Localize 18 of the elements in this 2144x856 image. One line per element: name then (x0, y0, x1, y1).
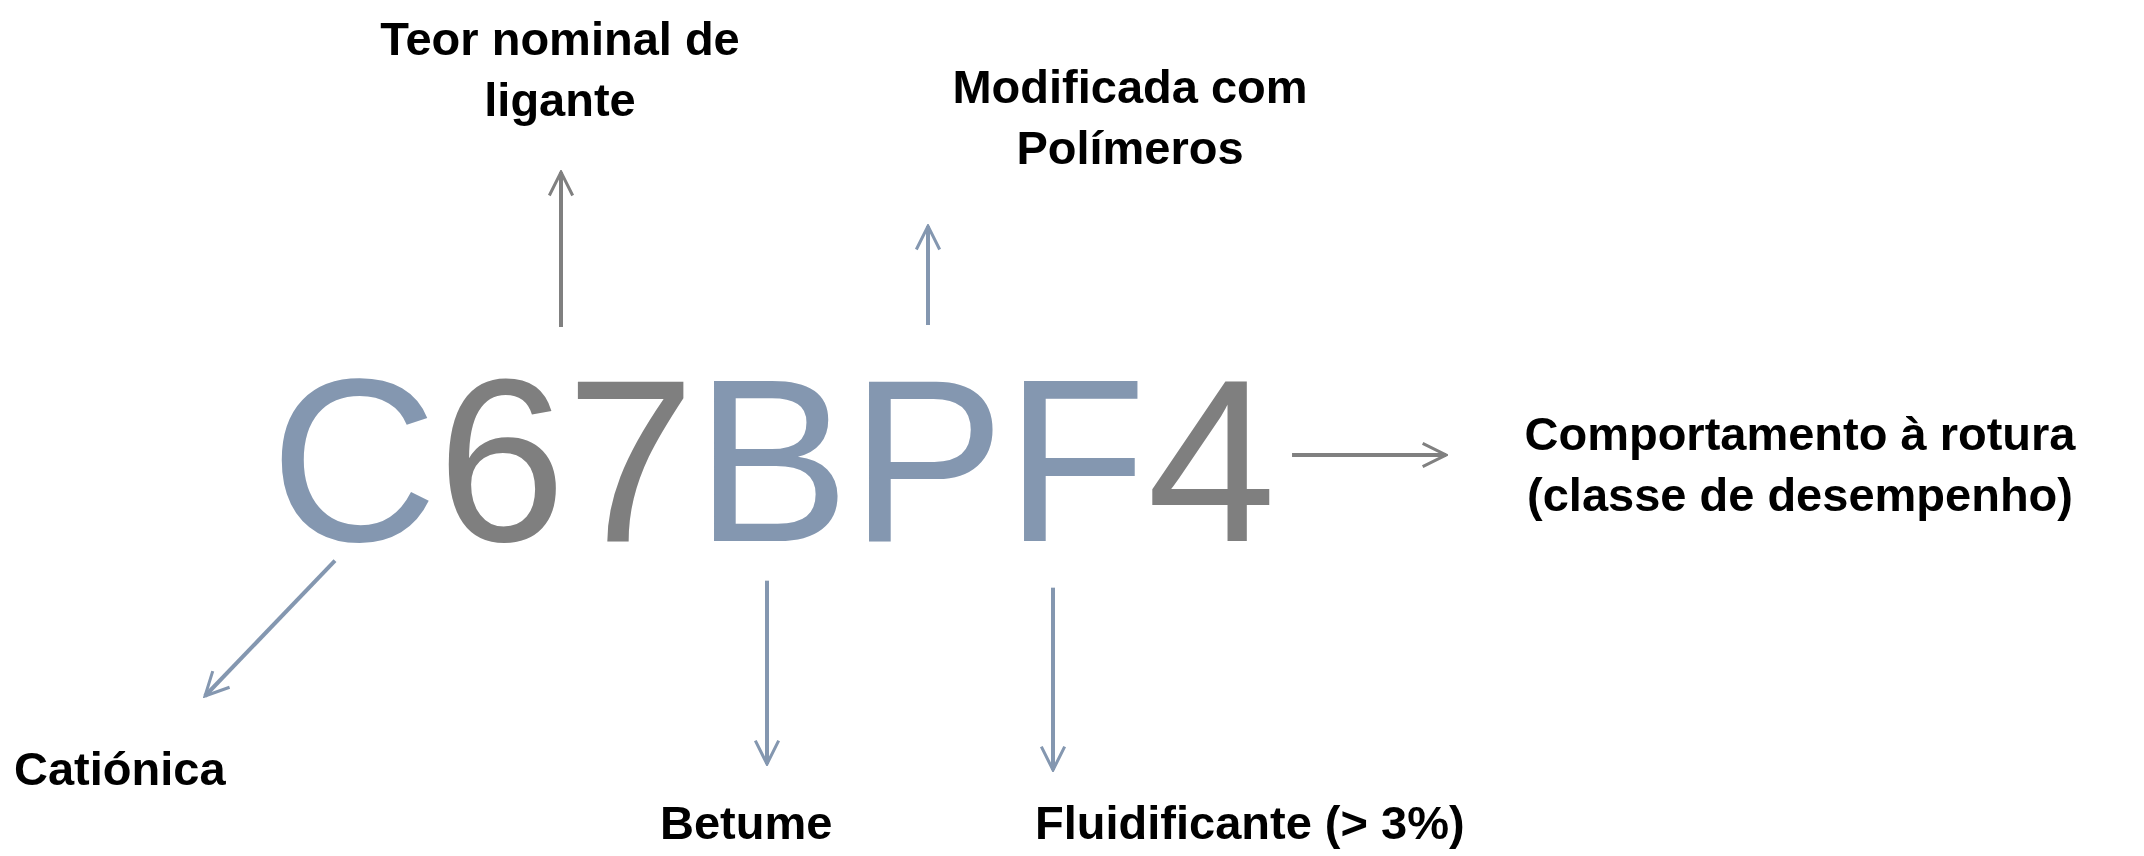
code-character: B (695, 375, 850, 547)
annotation-label: Catiónica (14, 738, 226, 800)
code-character: 67 (437, 375, 696, 547)
code-character: C (270, 375, 438, 547)
annotation-label: Comportamento à rotura (classe de desempenho) (1462, 403, 2138, 526)
arrow (753, 580, 781, 766)
arrow (203, 559, 337, 698)
arrow (1039, 587, 1067, 772)
arrow (914, 224, 942, 325)
code-character: P (850, 375, 1005, 547)
arrow (547, 170, 575, 327)
annotation-label: Fluidificante (> 3%) (1035, 792, 1465, 854)
annotation-label: Modificada com Polímeros (880, 56, 1380, 179)
code-character: F (1005, 375, 1147, 547)
arrow (1292, 441, 1448, 469)
annotation-label: Betume (660, 792, 833, 854)
code-character: 4 (1147, 375, 1277, 547)
annotation-label: Teor nominal de ligante (365, 8, 755, 131)
